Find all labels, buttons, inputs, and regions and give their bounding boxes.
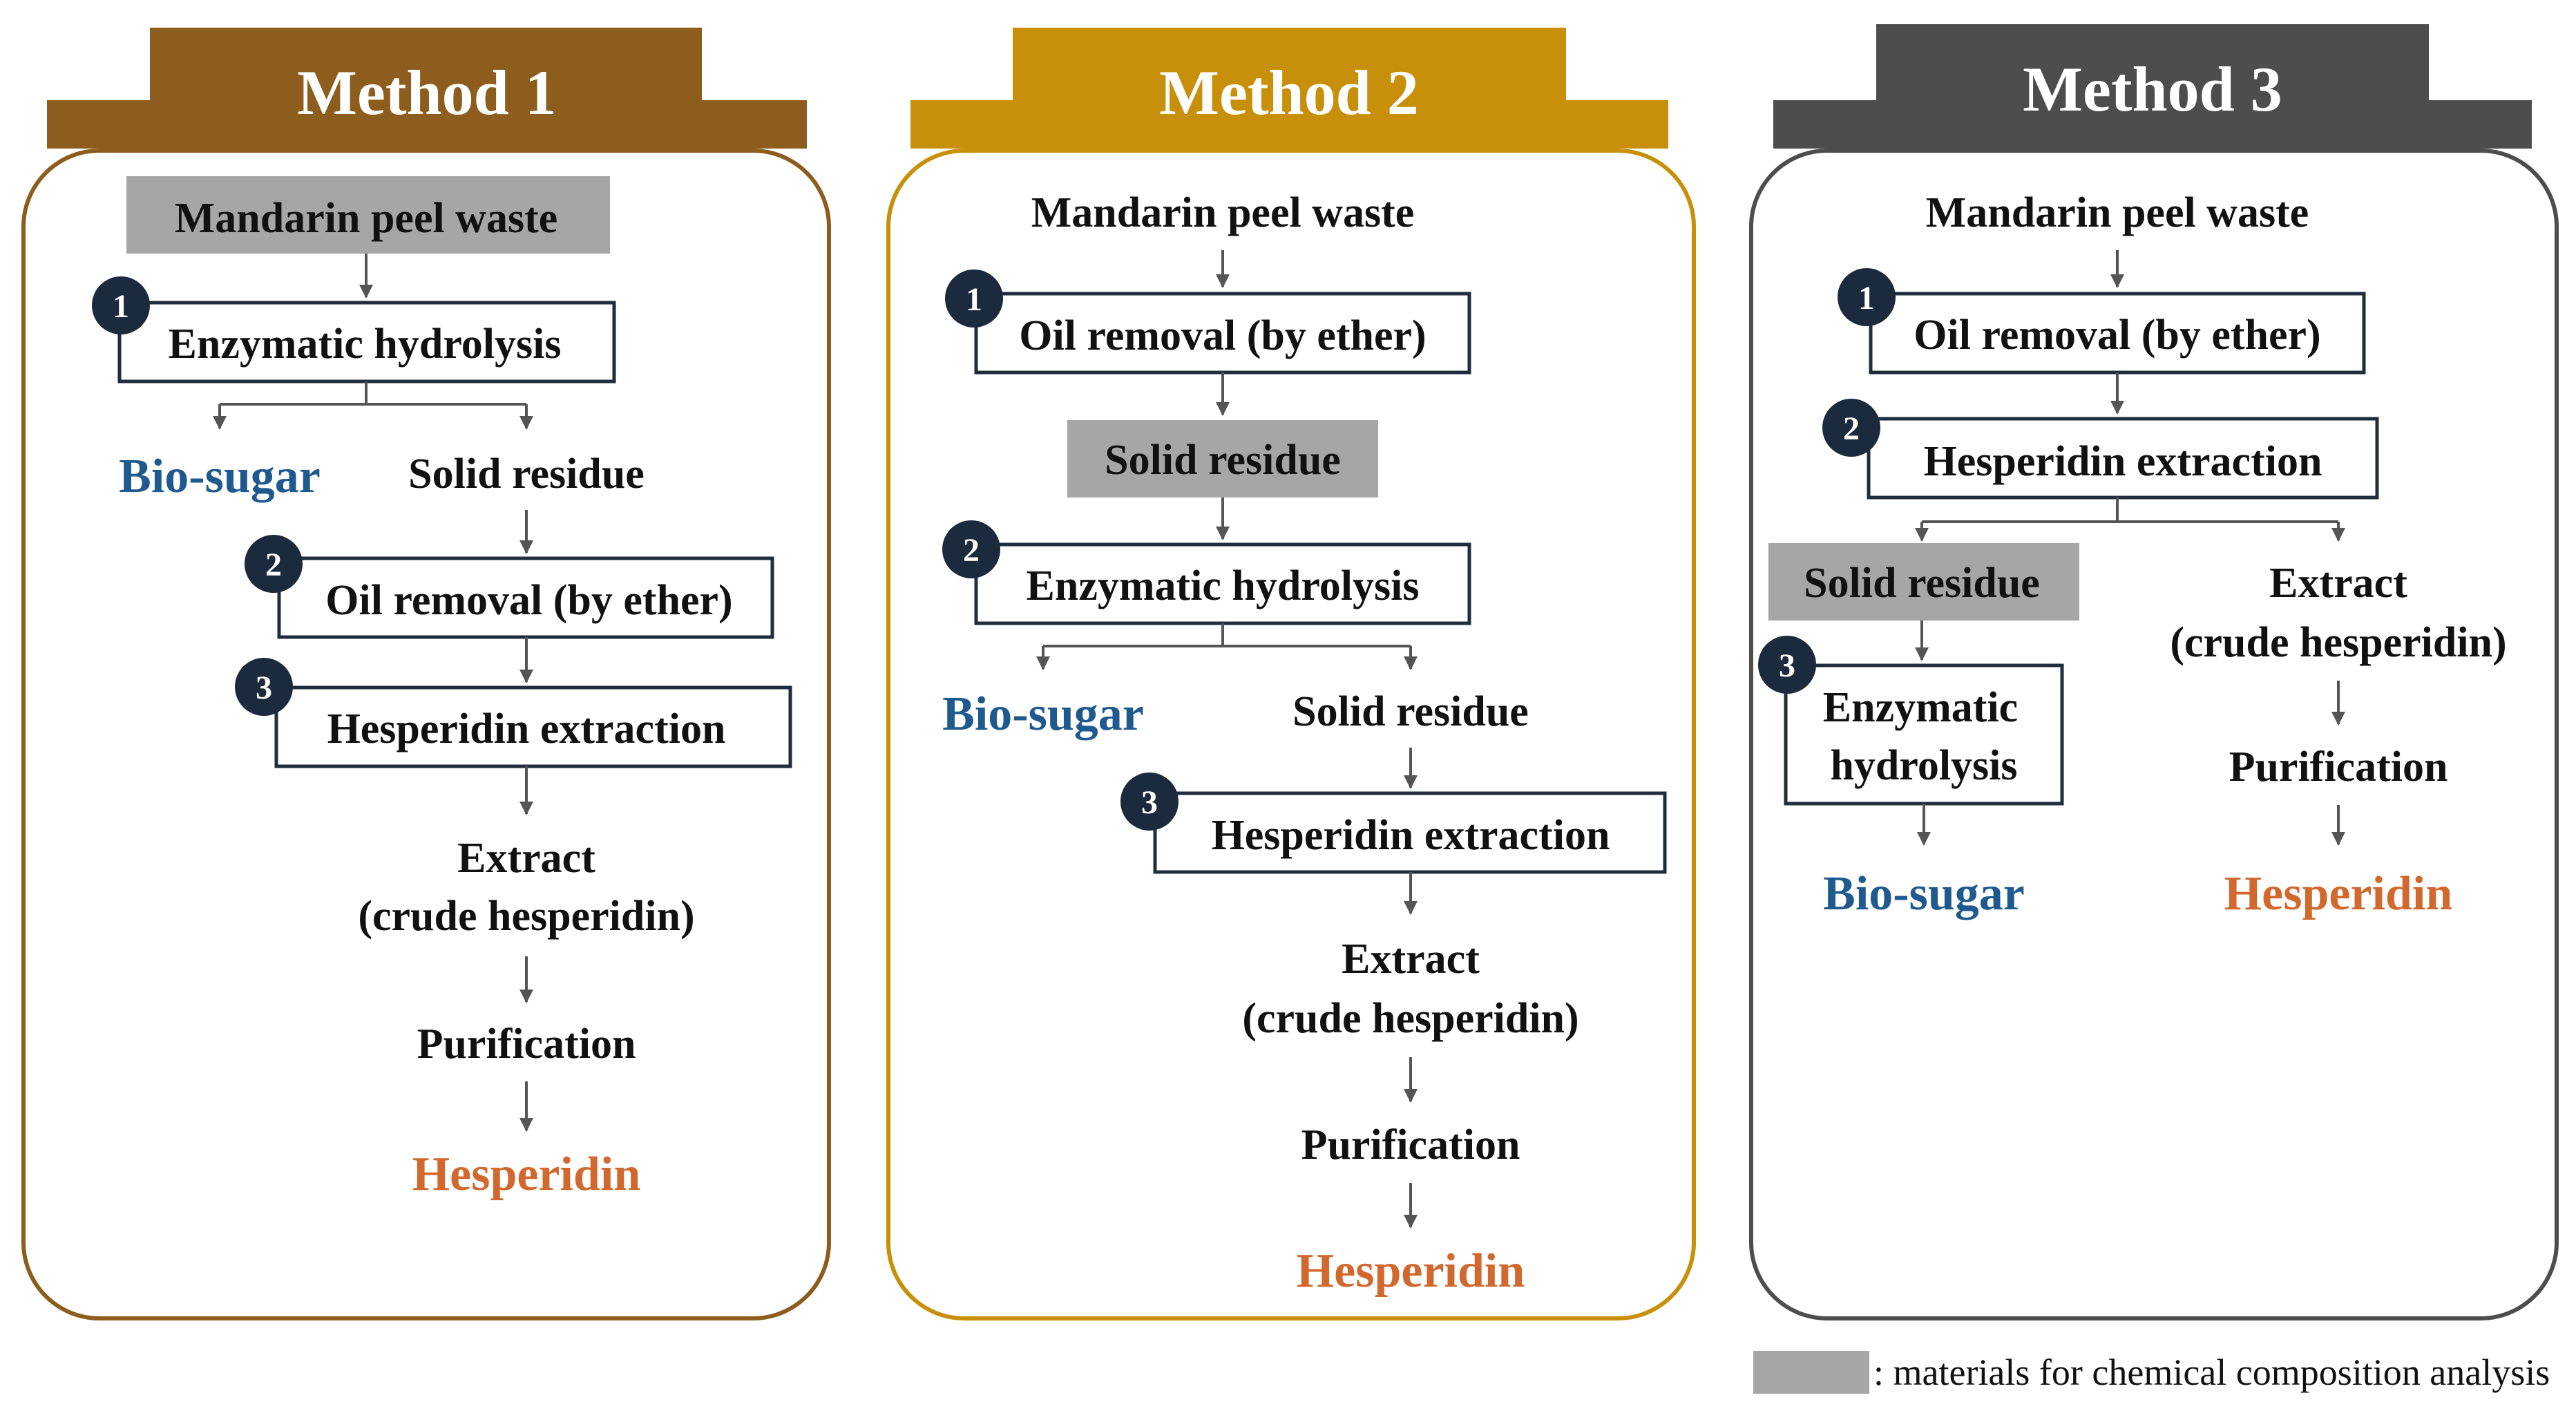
method-3-step-1-box bbox=[1869, 292, 2366, 375]
method-3-biosugar-label: Bio-sugar bbox=[1823, 867, 2025, 920]
method-3-header-tab bbox=[1773, 24, 2532, 149]
method-2-start-label: Mandarin peel waste bbox=[1031, 189, 1415, 236]
step-number-1: 1 bbox=[113, 288, 129, 325]
step-number-2-icon bbox=[1822, 399, 1880, 457]
method-1-step-2-label: Oil removal (by ether) bbox=[325, 577, 732, 624]
step-number-3-icon bbox=[235, 658, 293, 716]
method-1-step-3-label: Hesperidin extraction bbox=[327, 706, 726, 752]
step-number-3-icon bbox=[1120, 773, 1179, 831]
method-2-residue-2-label: Solid residue bbox=[1292, 688, 1529, 735]
method-2-title: Method 2 bbox=[1159, 57, 1419, 128]
method-3-extract-label: Extract bbox=[2269, 560, 2407, 607]
method-1-biosugar-label: Bio-sugar bbox=[119, 450, 321, 503]
method-1-residue-label: Solid residue bbox=[408, 451, 645, 498]
method-1-step-2-box bbox=[277, 556, 774, 639]
legend-swatch bbox=[1753, 1351, 1869, 1394]
method-1-title: Method 1 bbox=[297, 57, 557, 128]
step-number-1-icon bbox=[92, 276, 150, 334]
method-3-step-3-box bbox=[1784, 663, 2064, 806]
step-number-3: 3 bbox=[256, 670, 272, 706]
step-number-1: 1 bbox=[1858, 280, 1875, 316]
method-1-header-tab bbox=[47, 28, 807, 149]
method-3-start-label: Mandarin peel waste bbox=[1926, 189, 2309, 236]
method-2-step-2-box bbox=[974, 542, 1471, 625]
method-2-step-2-label: Enzymatic hydrolysis bbox=[1027, 562, 1420, 609]
step-number-2-icon bbox=[245, 535, 303, 593]
method-3-step-2-label: Hesperidin extraction bbox=[1924, 438, 2322, 485]
step-number-3: 3 bbox=[1779, 647, 1795, 684]
legend-text: : materials for chemical composition ana… bbox=[1873, 1352, 2550, 1393]
method-2-header-tab bbox=[910, 28, 1668, 149]
method-2-step-1-box bbox=[974, 292, 1471, 375]
step-number-3: 3 bbox=[1141, 784, 1158, 821]
method-3-panel: Method 3 Mandarin peel waste Oil removal… bbox=[1749, 24, 2559, 1320]
method-1-panel: Method 1 Mandarin peel waste Enzymatic h… bbox=[21, 28, 831, 1320]
method-1-gray-highlight bbox=[126, 176, 610, 254]
step-number-2: 2 bbox=[1843, 410, 1860, 447]
method-2-product-label: Hesperidin bbox=[1297, 1244, 1525, 1298]
method-2-step-3-label: Hesperidin extraction bbox=[1212, 812, 1610, 859]
step-number-1-icon bbox=[945, 269, 1003, 328]
method-3-extract-sub-label: (crude hesperidin) bbox=[2170, 619, 2506, 666]
method-2-residue-label: Solid residue bbox=[1105, 437, 1341, 484]
method-3-product-label: Hesperidin bbox=[2224, 867, 2453, 920]
method-2-purification-label: Purification bbox=[1301, 1121, 1520, 1168]
method-3-step-2-box bbox=[1867, 417, 2379, 500]
method-2-extract-sub-label: (crude hesperidin) bbox=[1242, 995, 1578, 1042]
method-3-step-3-label: Enzymatic bbox=[1823, 684, 2018, 731]
method-1-product-label: Hesperidin bbox=[412, 1148, 641, 1201]
method-3-purification-label: Purification bbox=[2229, 744, 2448, 790]
step-number-2: 2 bbox=[265, 547, 282, 583]
method-1-frame bbox=[21, 149, 831, 1320]
method-2-extract-label: Extract bbox=[1342, 936, 1480, 983]
method-2-step-1-label: Oil removal (by ether) bbox=[1019, 312, 1426, 359]
method-1-start-label: Mandarin peel waste bbox=[175, 195, 558, 242]
method-2-gray-highlight bbox=[1067, 420, 1378, 498]
method-1-step-3-box bbox=[274, 685, 792, 768]
method-1-step-1-label: Enzymatic hydrolysis bbox=[169, 321, 562, 368]
method-1-purification-label: Purification bbox=[417, 1021, 636, 1068]
step-number-2-icon bbox=[942, 520, 1000, 578]
method-3-residue-label: Solid residue bbox=[1804, 560, 2040, 607]
legend: : materials for chemical composition ana… bbox=[1753, 1351, 2550, 1394]
step-number-2: 2 bbox=[963, 532, 980, 569]
method-2-frame bbox=[886, 149, 1696, 1320]
step-number-1: 1 bbox=[966, 281, 982, 318]
step-number-3-icon bbox=[1758, 636, 1816, 694]
method-1-extract-label: Extract bbox=[457, 835, 595, 882]
method-3-step-1-label: Oil removal (by ether) bbox=[1914, 312, 2320, 359]
method-2-biosugar-label: Bio-sugar bbox=[942, 688, 1144, 741]
method-2-panel: Method 2 Mandarin peel waste Oil removal… bbox=[886, 28, 1696, 1320]
method-3-frame bbox=[1749, 149, 2559, 1320]
method-3-title: Method 3 bbox=[2023, 54, 2282, 124]
step-number-1-icon bbox=[1838, 268, 1896, 326]
method-1-extract-sub-label: (crude hesperidin) bbox=[358, 893, 694, 940]
method-3-step-3-sub-label: hydrolysis bbox=[1830, 742, 2017, 789]
method-3-gray-highlight bbox=[1768, 543, 2079, 621]
